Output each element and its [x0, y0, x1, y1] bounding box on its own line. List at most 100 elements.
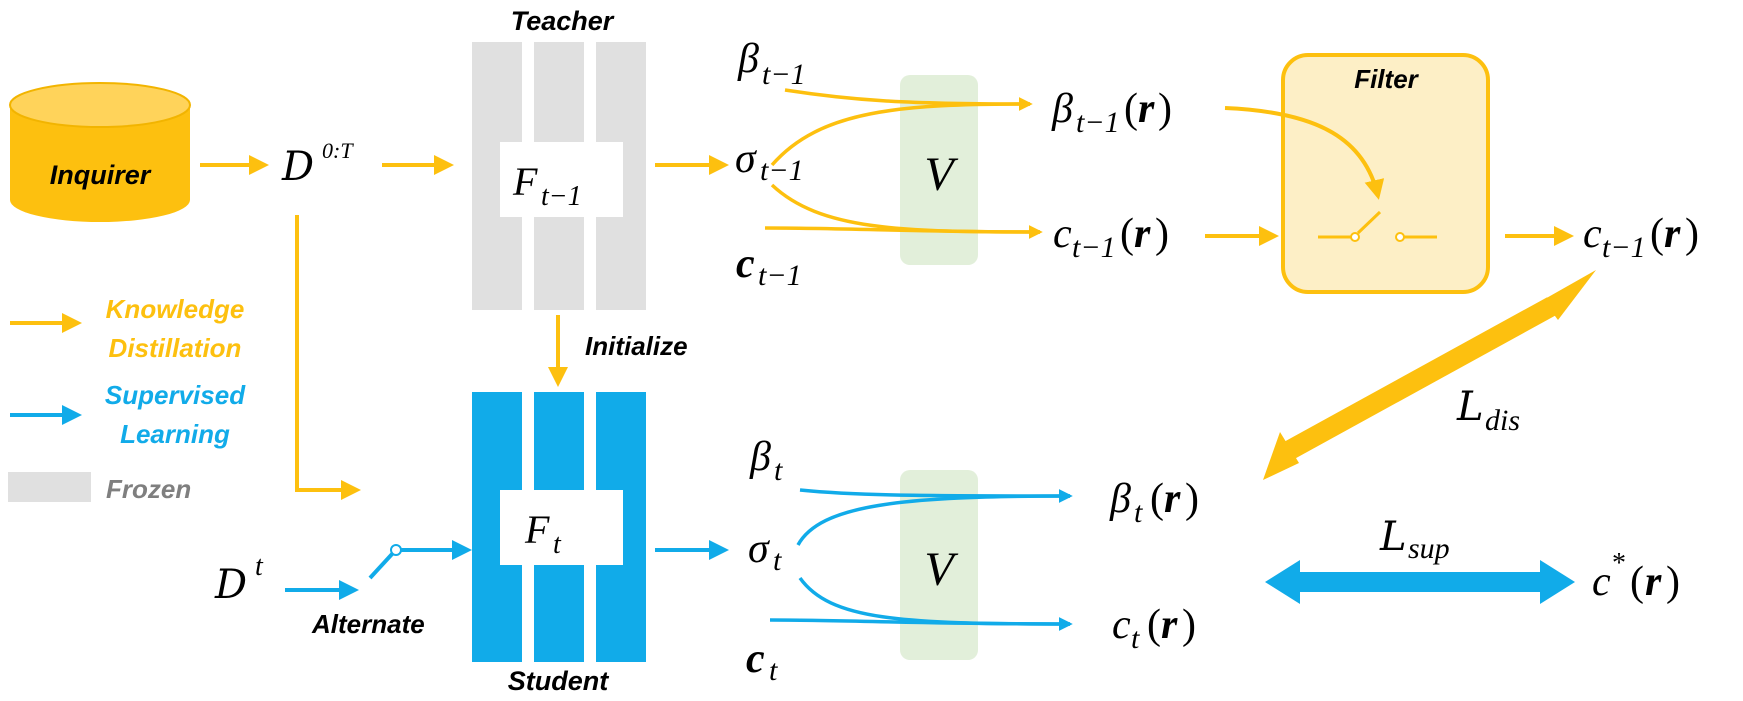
loss-dis: L dis	[1456, 384, 1520, 437]
svg-text:Frozen: Frozen	[106, 474, 191, 504]
student-output-c: c t	[746, 636, 778, 687]
svg-text:F: F	[512, 159, 538, 204]
dataset-current-task: D t	[214, 551, 264, 608]
svg-text:r: r	[1134, 211, 1151, 257]
svg-text:L: L	[1456, 384, 1484, 430]
teacher-render-curves	[764, 88, 1043, 239]
filter-box: Filter	[1281, 53, 1490, 294]
student-output-beta: β t	[749, 434, 783, 487]
svg-text:c: c	[746, 636, 765, 682]
ground-truth-color: c * ( r )	[1592, 548, 1680, 605]
teacher-rendered-c: c t−1 ( r )	[1053, 211, 1169, 264]
svg-text:Knowledge: Knowledge	[106, 294, 245, 324]
teacher-rendered-beta: β t−1 ( r )	[1051, 86, 1172, 139]
svg-text:c: c	[1592, 559, 1611, 605]
teacher-output-sigma: σ t−1	[735, 136, 804, 187]
svg-text:β: β	[737, 36, 759, 82]
svg-text:D: D	[281, 144, 314, 190]
svg-text:t−1: t−1	[541, 181, 582, 212]
svg-text:r: r	[1645, 559, 1662, 605]
svg-text:t−1: t−1	[1076, 106, 1120, 139]
svg-text:): )	[1155, 211, 1169, 257]
svg-text:(: (	[1630, 559, 1644, 605]
svg-text:t: t	[553, 529, 562, 560]
svg-text:c: c	[1053, 211, 1072, 257]
svg-text:r: r	[1138, 86, 1155, 132]
svg-text:): )	[1185, 476, 1199, 522]
svg-text:): )	[1158, 86, 1172, 132]
svg-text:σ: σ	[748, 526, 771, 572]
initialize-label: Initialize	[585, 331, 688, 361]
arrow-data-to-student	[295, 215, 361, 500]
svg-text:): )	[1666, 559, 1680, 605]
svg-text:(: (	[1124, 86, 1138, 132]
svg-text:t: t	[774, 454, 783, 487]
svg-text:t: t	[255, 551, 264, 582]
svg-text:t−1: t−1	[1072, 231, 1116, 264]
legend: Knowledge Distillation Supervised Learni…	[8, 294, 246, 504]
svg-text:β: β	[749, 434, 771, 480]
student-rendered-beta: β t ( r )	[1109, 476, 1199, 529]
svg-text:c: c	[1112, 602, 1131, 648]
svg-text:Distillation: Distillation	[109, 333, 242, 363]
svg-text:(: (	[1147, 602, 1161, 648]
svg-text:F: F	[524, 507, 550, 552]
svg-text:dis: dis	[1485, 404, 1520, 437]
inquirer-label: Inquirer	[50, 160, 152, 190]
inquirer-database: Inquirer	[9, 82, 191, 222]
svg-text:(: (	[1150, 476, 1164, 522]
teacher-output-beta: β t−1	[737, 36, 806, 91]
svg-text:c: c	[1583, 211, 1602, 257]
supervised-loss-arrow	[1265, 560, 1575, 604]
legend-frozen-swatch	[8, 472, 91, 502]
student-render-curves	[769, 488, 1073, 631]
loss-sup: L sup	[1379, 514, 1450, 565]
teacher-title: Teacher	[511, 6, 615, 36]
svg-text:β: β	[1109, 476, 1131, 522]
svg-text:r: r	[1664, 211, 1681, 257]
svg-text:σ: σ	[735, 136, 758, 182]
filtered-output: c t−1 ( r )	[1583, 211, 1699, 264]
svg-text:Supervised: Supervised	[105, 380, 246, 410]
svg-text:Learning: Learning	[120, 419, 230, 449]
alternate-label: Alternate	[311, 609, 425, 639]
svg-text:t−1: t−1	[1602, 231, 1646, 264]
svg-text:r: r	[1164, 476, 1181, 522]
filter-label: Filter	[1354, 64, 1419, 94]
svg-text:t−1: t−1	[758, 259, 802, 292]
distillation-loss-arrow	[1263, 270, 1596, 480]
student-volume-render	[900, 470, 978, 660]
teacher-volume-render	[900, 75, 978, 265]
svg-text:V: V	[924, 148, 958, 201]
svg-text:(: (	[1120, 211, 1134, 257]
student-title: Student	[508, 666, 609, 696]
student-network: F t Student	[472, 392, 646, 696]
teacher-output-c: c t−1	[736, 241, 802, 292]
svg-text:sup: sup	[1408, 532, 1450, 565]
student-rendered-c: c t ( r )	[1112, 602, 1196, 655]
svg-text:t: t	[773, 544, 782, 577]
svg-text:r: r	[1161, 602, 1178, 648]
svg-text:V: V	[924, 543, 958, 596]
filter-switch-icon	[1318, 210, 1437, 242]
svg-text:β: β	[1051, 86, 1073, 132]
svg-text:t: t	[769, 654, 778, 687]
alternate-switch	[368, 540, 472, 580]
svg-text:t−1: t−1	[760, 154, 804, 187]
svg-text:0:T: 0:T	[322, 138, 354, 163]
dataset-all-tasks: D 0:T	[281, 138, 354, 190]
svg-text:t: t	[1131, 622, 1140, 655]
svg-text:*: *	[1612, 548, 1626, 579]
svg-text:t−1: t−1	[762, 58, 806, 91]
svg-text:t: t	[1134, 496, 1143, 529]
teacher-network: Teacher F t−1	[472, 6, 646, 310]
svg-text:): )	[1685, 211, 1699, 257]
svg-text:c: c	[736, 241, 755, 287]
student-output-sigma: σ t	[748, 526, 782, 577]
svg-text:): )	[1182, 602, 1196, 648]
arrow-beta-to-filter	[1224, 106, 1385, 200]
svg-text:D: D	[214, 562, 247, 608]
svg-text:L: L	[1379, 514, 1407, 560]
svg-text:(: (	[1650, 211, 1664, 257]
